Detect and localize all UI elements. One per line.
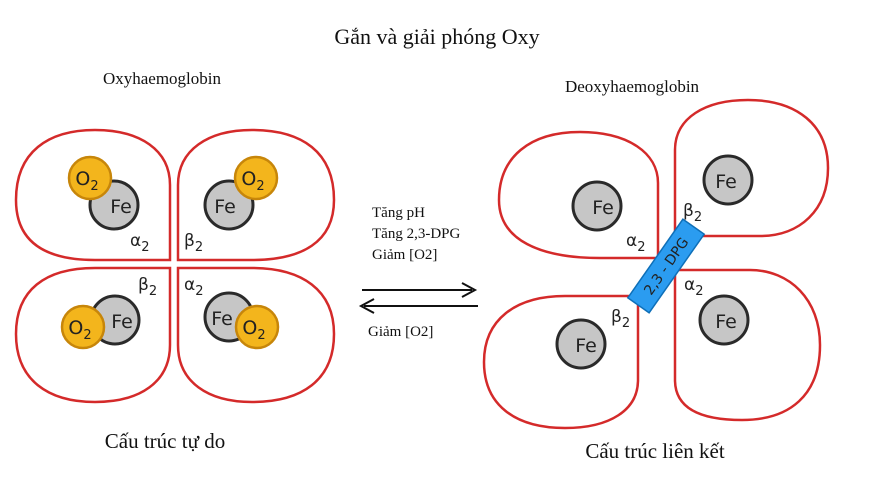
subunit-outline (176, 128, 336, 262)
iron-label: Fe (111, 311, 133, 333)
subunit-label-beta: β2 (683, 201, 702, 225)
subunit-outline (482, 294, 640, 430)
subunit-label-beta: β2 (184, 231, 203, 255)
subunit-beta-bottom-left: Fe β2 (482, 294, 640, 430)
subunit-outline (176, 266, 336, 404)
subunit-outline (673, 98, 830, 238)
subunit-label-alpha: α2 (684, 275, 704, 299)
subunit-alpha-bottom-right: Fe O2 α2 (176, 266, 336, 404)
subunit-outline (497, 130, 660, 260)
iron-label: Fe (592, 197, 614, 219)
subunit-label-beta: β2 (138, 275, 157, 299)
dpg-molecule: 2,3 - DPG (626, 218, 706, 314)
iron-label: Fe (715, 171, 737, 193)
subunit-label-alpha: α2 (184, 275, 204, 299)
oxygen-label: O2 (241, 168, 264, 194)
page-title: Gắn và giải phóng Oxy (334, 24, 539, 49)
heme-group: Fe O2 (203, 291, 280, 350)
dpg-box (626, 218, 706, 314)
deoxyhaemoglobin-label: Deoxyhaemoglobin (565, 77, 700, 96)
heme-group: Fe O2 (203, 155, 279, 231)
oxyhaemoglobin-tetramer: Fe O2 α2 Fe O2 β2 Fe O2 (14, 128, 336, 404)
deoxyhaemoglobin-tetramer: Fe α2 Fe β2 Fe β2 Fe (482, 98, 830, 430)
subunit-label-beta: β2 (611, 307, 630, 331)
oxygen-molecule (234, 304, 280, 350)
iron-atom (698, 294, 750, 346)
heme-group: Fe (702, 154, 754, 206)
iron-atom (555, 318, 607, 370)
oxygen-label: O2 (68, 317, 91, 343)
iron-label: Fe (715, 311, 737, 333)
oxygen-molecule (67, 155, 113, 201)
heme-group: Fe (555, 318, 607, 370)
oxygen-label: O2 (242, 317, 265, 343)
iron-label: Fe (211, 308, 233, 330)
forward-arrow (362, 282, 478, 298)
subunit-alpha-top-left: Fe O2 α2 (14, 128, 172, 262)
subunit-outline (14, 266, 172, 404)
iron-label: Fe (575, 335, 597, 357)
subunit-outline (14, 128, 172, 262)
heme-group: Fe (698, 294, 750, 346)
oxygen-molecule (233, 155, 279, 201)
subunit-label-alpha: α2 (130, 231, 150, 255)
subunit-beta-bottom-left: Fe O2 β2 (14, 266, 172, 404)
reverse-condition-o2: Giảm [O2] (368, 324, 433, 340)
subunit-label-alpha: α2 (626, 231, 646, 255)
bound-structure-caption: Cấu trúc liên kết (585, 439, 725, 463)
heme-group: Fe O2 (60, 294, 141, 350)
iron-label: Fe (110, 196, 132, 218)
oxygen-molecule (60, 304, 106, 350)
subunit-outline (673, 268, 822, 422)
forward-condition-ph: Tăng pH (372, 205, 425, 221)
iron-label: Fe (214, 196, 236, 218)
oxygen-label: O2 (75, 168, 98, 194)
equilibrium-arrows: Tăng pH Tăng 2,3-DPG Giảm [O2] Giảm [O2] (358, 205, 478, 340)
subunit-beta-top-right: Fe O2 β2 (176, 128, 336, 262)
forward-condition-dpg: Tăng 2,3-DPG (372, 226, 460, 242)
oxyhaemoglobin-label: Oxyhaemoglobin (103, 69, 222, 88)
forward-condition-o2: Giảm [O2] (372, 247, 437, 263)
subunit-alpha-bottom-right: Fe α2 (673, 268, 822, 422)
iron-atom (571, 180, 623, 232)
free-structure-caption: Cấu trúc tự do (105, 429, 225, 453)
subunit-beta-top-right: Fe β2 (673, 98, 830, 238)
heme-group: Fe O2 (67, 155, 140, 231)
subunit-alpha-top-left: Fe α2 (497, 130, 660, 260)
reverse-arrow (358, 298, 478, 314)
iron-atom (702, 154, 754, 206)
heme-group: Fe (571, 180, 623, 232)
